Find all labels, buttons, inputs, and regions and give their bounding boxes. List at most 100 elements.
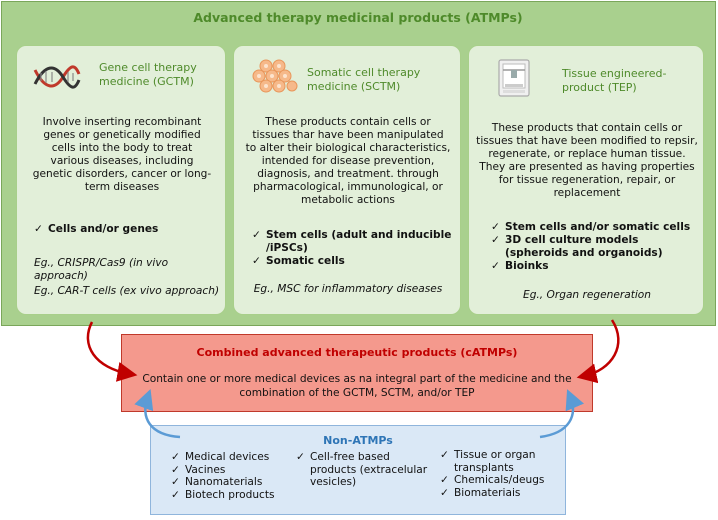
desc-line: regenerate, or replace human tissue. — [488, 148, 686, 160]
bullet-text: Bioinks — [505, 260, 549, 272]
sctm-bullet: ✓ Stem cells (adult and inducible — [252, 229, 451, 242]
check-icon: ✓ — [440, 486, 449, 499]
item-text: Nanomaterials — [185, 476, 263, 488]
desc-line: for tissue regeneration, repair, or — [498, 174, 676, 186]
tep-bullet-cont: (spheroids and organoids) — [505, 247, 663, 259]
list-item: ✓ Cell-free based — [296, 451, 427, 464]
item-text: Biomateriais — [454, 486, 521, 499]
item-text: vesicles) — [310, 476, 357, 488]
tep-bullet: ✓ Stem cells and/or somatic cells — [491, 221, 690, 234]
bullet-text: 3D cell culture models — [505, 234, 639, 246]
check-icon: ✓ — [171, 451, 180, 463]
non-atmp-col-3: ✓Tissue or organ transplants ✓Chemicals/… — [440, 449, 544, 499]
desc-line: They are presented as having properties — [479, 161, 695, 173]
check-icon: ✓ — [252, 255, 261, 267]
sctm-bullet: ✓ Somatic cells — [252, 255, 345, 268]
item-text: Tissue or organ — [454, 449, 536, 461]
tep-title-line2: product (TEP) — [562, 81, 637, 94]
desc-line: Involve inserting recombinant — [42, 116, 202, 128]
tep-title-line1: Tissue engineered- — [562, 67, 667, 80]
list-item: ✓ Nanomaterials — [171, 476, 275, 489]
item-text: Cell-free based — [310, 451, 390, 463]
arrow-right-blue — [539, 389, 585, 439]
sctm-example: Eg., MSC for inflammatory diseases — [253, 283, 443, 295]
bullet-text: Stem cells and/or somatic cells — [505, 221, 691, 233]
catmp-title: Combined advanced therapeutic products (… — [196, 346, 518, 359]
cells-icon — [252, 59, 298, 93]
non-atmp-col-1: ✓Medical devices ✓ Vacines ✓ Nanomaterials… — [171, 451, 275, 501]
desc-line: pharmacological, immunological, or — [253, 181, 443, 193]
bioprinter-icon — [498, 59, 530, 97]
check-icon: ✓ — [171, 488, 180, 501]
tep-panel: Tissue engineered- product (TEP) These p… — [468, 45, 704, 315]
desc-line: genes or genetically modified — [43, 129, 201, 141]
desc-line: These products that contain cells or — [491, 122, 683, 134]
arrow-left-blue — [134, 388, 181, 439]
sctm-description: These products contain cells or tissues … — [234, 116, 462, 207]
tep-bullet: ✓ Bioinks — [491, 260, 549, 273]
desc-line: metabolic actions — [301, 194, 395, 206]
item-text: products (extracelular — [310, 463, 428, 476]
check-icon: ✓ — [491, 260, 500, 272]
bullet-text: Somatic cells — [266, 255, 345, 267]
bullet-text: Cells and/or genes — [48, 223, 159, 235]
item-text: Biotech products — [185, 488, 275, 501]
list-item-cont: vesicles) — [296, 476, 427, 489]
check-icon: ✓ — [440, 449, 449, 461]
gctm-panel: Gene cell therapy medicine (GCTM) Involv… — [16, 45, 226, 315]
list-item: ✓ Tissue or organ — [440, 449, 544, 462]
desc-line: genetic disorders, cancer or long- — [32, 168, 212, 180]
check-icon: ✓ — [171, 476, 180, 488]
sctm-bullet-cont: /iPSCs) — [266, 242, 308, 254]
list-item: ✓ Vacines — [171, 464, 275, 477]
dna-icon — [33, 65, 81, 89]
gctm-example-2: Eg., CAR-T cells (ex vivo approach) — [34, 285, 220, 297]
tep-description: These products that contain cells or tis… — [469, 122, 705, 200]
list-item-cont: transplants — [440, 462, 544, 475]
desc-line: combination of the GCTM, SCTM, and/or TE… — [239, 387, 475, 399]
desc-line: cells into the body to treat — [51, 142, 193, 154]
sctm-title-line1: Somatic cell therapy — [307, 66, 421, 79]
check-icon: ✓ — [252, 229, 261, 241]
non-atmp-box — [150, 425, 566, 515]
check-icon: ✓ — [34, 223, 43, 235]
desc-line: Contain one or more medical devices as n… — [142, 373, 572, 385]
check-icon: ✓ — [491, 234, 500, 246]
desc-line: tissues that have been modified to repsi… — [476, 135, 698, 147]
desc-line: to alter their biological characteristic… — [245, 142, 451, 154]
non-atmp-title: Non-ATMPs — [323, 434, 393, 447]
catmp-description: Contain one or more medical devices as n… — [140, 372, 574, 400]
desc-line: intended for disease prevention, — [261, 155, 435, 167]
atmp-title: Advanced therapy medicinal products (ATM… — [193, 10, 523, 25]
gctm-title-line2: medicine (GCTM) — [99, 75, 194, 88]
desc-line: term diseases — [84, 181, 160, 193]
desc-line: replacement — [553, 187, 621, 199]
item-text: transplants — [454, 461, 514, 474]
check-icon: ✓ — [491, 221, 500, 233]
desc-line: These products contain cells or — [265, 116, 431, 128]
desc-line: tissues thar have been manipulated — [252, 129, 444, 141]
gctm-bullet: ✓ Cells and/or genes — [34, 223, 158, 236]
gctm-title-line1: Gene cell therapy — [99, 61, 197, 74]
item-text: Chemicals/deugs — [454, 474, 545, 486]
sctm-panel: Somatic cell therapy medicine (SCTM) The… — [233, 45, 461, 315]
list-item: ✓ Biomateriais — [440, 487, 544, 500]
tep-bullet: ✓ 3D cell culture models — [491, 234, 638, 247]
gctm-description: Involve inserting recombinant genes or g… — [17, 116, 227, 194]
gctm-example-1: Eg., CRISPR/Cas9 (in vivo approach) — [34, 257, 169, 282]
non-atmp-col-2: ✓Cell-free based products (extracelular … — [296, 451, 427, 489]
list-item: ✓ Biotech products — [171, 489, 275, 502]
arrow-right-red — [576, 319, 620, 384]
desc-line: various diseases, including — [50, 155, 194, 167]
list-item: ✓Medical devices — [171, 451, 275, 464]
item-text: Vacines — [185, 463, 226, 476]
tep-example: Eg., Organ regeneration — [523, 289, 651, 301]
bullet-text: Stem cells (adult and inducible — [266, 229, 452, 241]
check-icon: ✓ — [171, 463, 180, 476]
list-item-cont: products (extracelular — [296, 464, 427, 477]
desc-line: diagnosis, and treatment. through — [257, 168, 439, 180]
arrow-left-red — [86, 321, 138, 382]
list-item: ✓Chemicals/deugs — [440, 474, 544, 487]
check-icon: ✓ — [296, 451, 305, 463]
